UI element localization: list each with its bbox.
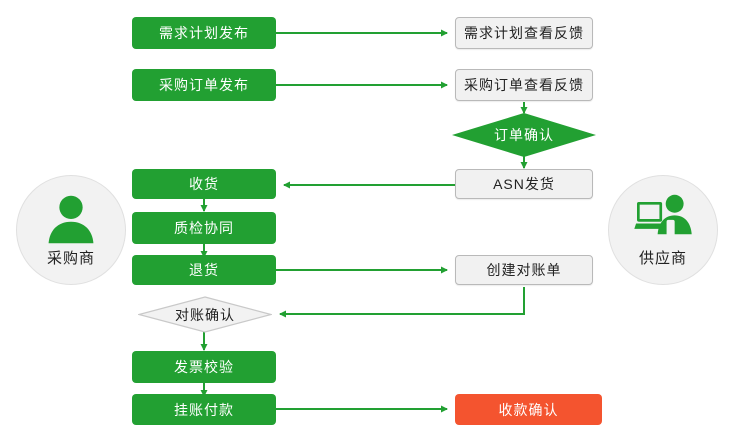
edge-statement-to-confirm xyxy=(279,287,525,318)
node-label: 创建对账单 xyxy=(486,262,562,278)
node-receive-goods[interactable]: 收货 xyxy=(132,169,276,199)
actor-buyer-label: 采购商 xyxy=(46,249,95,267)
node-quality-collab[interactable]: 质检协同 xyxy=(132,212,276,244)
node-demand-plan-publish[interactable]: 需求计划发布 xyxy=(132,17,276,49)
actor-supplier-label: 供应商 xyxy=(638,249,687,267)
diamond-shape xyxy=(452,113,596,157)
node-label: 发票校验 xyxy=(174,359,234,375)
node-label: 订单确认 xyxy=(494,127,554,143)
node-label: 对账确认 xyxy=(175,306,235,323)
node-label: 采购订单查看反馈 xyxy=(464,77,584,93)
node-asn-ship[interactable]: ASN发货 xyxy=(455,169,593,199)
node-statement-confirm[interactable]: 对账确认 xyxy=(138,296,272,333)
person-at-computer-icon xyxy=(634,194,692,236)
node-label: 收货 xyxy=(189,176,219,192)
node-pay-on-account[interactable]: 挂账付款 xyxy=(132,394,276,425)
node-po-feedback[interactable]: 采购订单查看反馈 xyxy=(455,69,593,101)
node-label: 采购订单发布 xyxy=(159,77,249,93)
actor-buyer: 采购商 xyxy=(16,175,126,285)
node-label: 需求计划发布 xyxy=(159,25,249,41)
node-po-publish[interactable]: 采购订单发布 xyxy=(132,69,276,101)
node-order-confirm[interactable]: 订单确认 xyxy=(452,113,596,157)
node-label: 退货 xyxy=(189,262,219,278)
node-receipt-confirm[interactable]: 收款确认 xyxy=(455,394,602,425)
node-create-statement[interactable]: 创建对账单 xyxy=(455,255,593,285)
node-label: ASN发货 xyxy=(493,176,555,192)
node-label: 需求计划查看反馈 xyxy=(464,25,584,41)
node-demand-plan-feedback[interactable]: 需求计划查看反馈 xyxy=(455,17,593,49)
actor-supplier: 供应商 xyxy=(608,175,718,285)
diamond-shape xyxy=(138,296,272,333)
node-invoice-check[interactable]: 发票校验 xyxy=(132,351,276,383)
node-label: 质检协同 xyxy=(174,220,234,236)
person-icon xyxy=(48,195,94,243)
node-label: 收款确认 xyxy=(498,401,559,418)
node-return-goods[interactable]: 退货 xyxy=(132,255,276,285)
node-label: 挂账付款 xyxy=(174,401,234,418)
